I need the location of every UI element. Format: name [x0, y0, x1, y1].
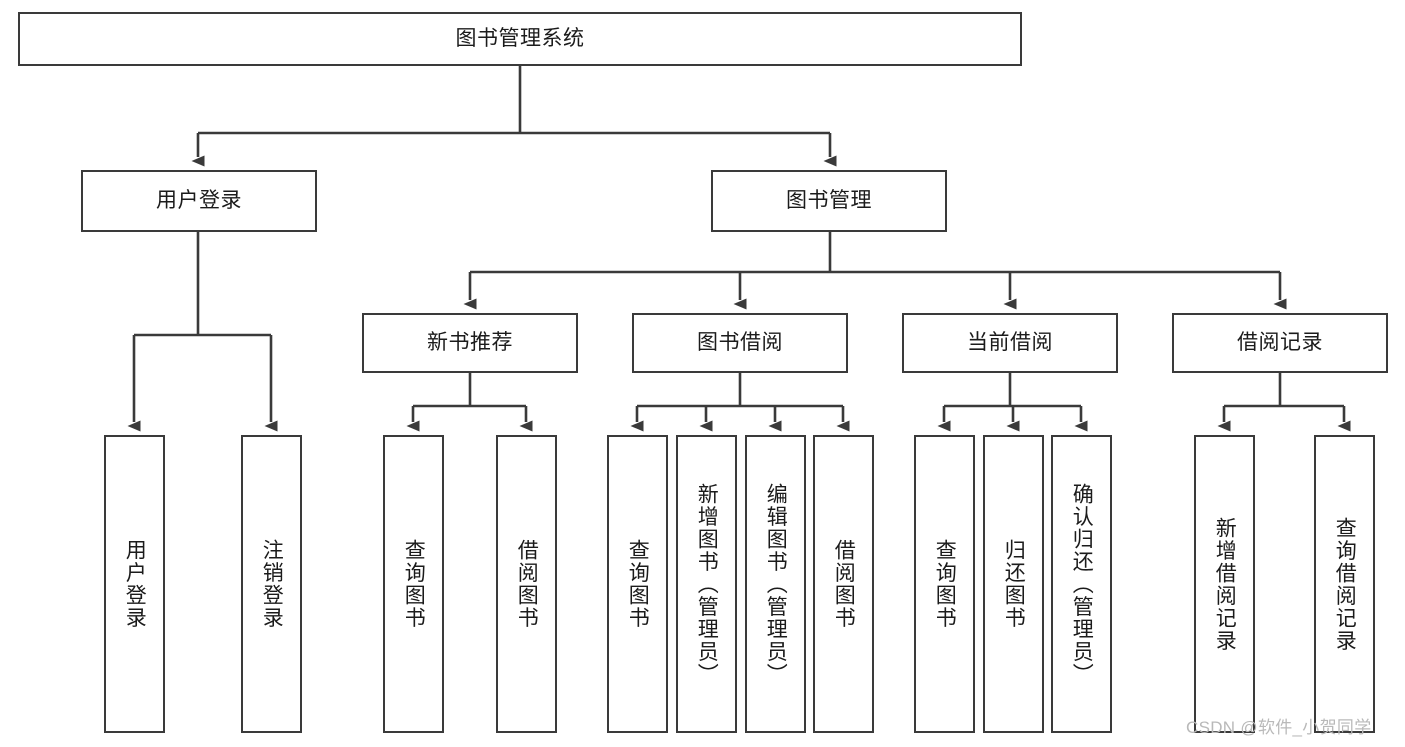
csdn-watermark: CSDN @软件_小贺同学	[1186, 718, 1372, 737]
node-label: 归还图书	[1002, 539, 1026, 629]
node-label: 查询图书	[933, 539, 957, 629]
node-book-management[interactable]: 图书管理	[711, 170, 947, 232]
node-borrow-record[interactable]: 借阅记录	[1172, 313, 1388, 373]
node-label: 用户登录	[123, 539, 147, 629]
node-book-borrow[interactable]: 图书借阅	[632, 313, 848, 373]
node-label: 用户登录	[156, 188, 242, 212]
node-label: 新增图书（管理员）	[695, 482, 719, 686]
node-label: 查询图书	[626, 539, 650, 629]
node-new-book-recommend[interactable]: 新书推荐	[362, 313, 578, 373]
leaf-query-borrow-record[interactable]: 查询借阅记录	[1314, 435, 1375, 733]
node-user-login[interactable]: 用户登录	[81, 170, 317, 232]
leaf-return-book[interactable]: 归还图书	[983, 435, 1044, 733]
node-label: 新增借阅记录	[1213, 516, 1237, 652]
leaf-confirm-return[interactable]: 确认归还（管理员）	[1051, 435, 1112, 733]
node-label: 确认归还（管理员）	[1070, 482, 1094, 686]
node-root-system[interactable]: 图书管理系统	[18, 12, 1022, 66]
node-label: 新书推荐	[427, 330, 513, 354]
leaf-query-book-borrow[interactable]: 查询图书	[607, 435, 668, 733]
leaf-add-borrow-record[interactable]: 新增借阅记录	[1194, 435, 1255, 733]
leaf-user-login[interactable]: 用户登录	[104, 435, 165, 733]
leaf-borrow-book-recommend[interactable]: 借阅图书	[496, 435, 557, 733]
node-label: 借阅记录	[1237, 330, 1323, 354]
node-label: 图书管理	[786, 188, 872, 212]
node-label: 查询借阅记录	[1333, 516, 1357, 652]
node-label: 注销登录	[260, 539, 284, 629]
node-label: 图书借阅	[697, 330, 783, 354]
leaf-query-book-current[interactable]: 查询图书	[914, 435, 975, 733]
node-label: 查询图书	[402, 539, 426, 629]
leaf-edit-book[interactable]: 编辑图书（管理员）	[745, 435, 806, 733]
leaf-add-book[interactable]: 新增图书（管理员）	[676, 435, 737, 733]
node-label: 借阅图书	[832, 539, 856, 629]
leaf-borrow-book[interactable]: 借阅图书	[813, 435, 874, 733]
node-label: 借阅图书	[515, 539, 539, 629]
node-current-borrow[interactable]: 当前借阅	[902, 313, 1118, 373]
leaf-logout[interactable]: 注销登录	[241, 435, 302, 733]
leaf-query-book-recommend[interactable]: 查询图书	[383, 435, 444, 733]
node-label: 当前借阅	[967, 330, 1053, 354]
node-label: 图书管理系统	[455, 26, 585, 50]
node-label: 编辑图书（管理员）	[764, 482, 788, 686]
